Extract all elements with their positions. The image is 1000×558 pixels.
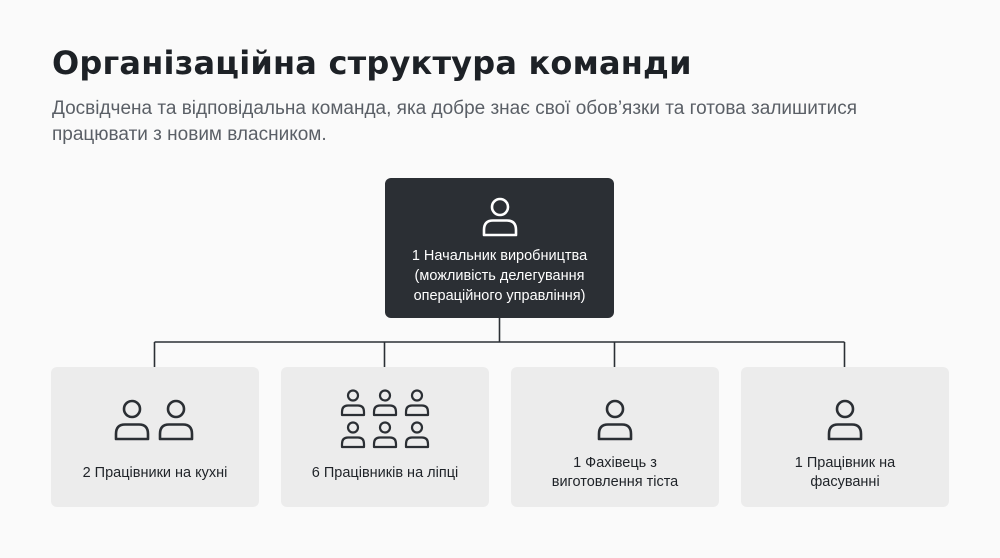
team-node-label: 1 Фахівець з виготовлення тіста (551, 455, 679, 490)
team-node-modeling: 6 Працівників на ліпці (281, 367, 489, 507)
six-people-icon (340, 389, 430, 449)
head-node: 1 Начальник виробництва (можливість деле… (385, 178, 614, 318)
team-node-label: 6 Працівників на ліпці (311, 464, 459, 481)
team-node-dough: 1 Фахівець з виготовлення тіста (511, 367, 719, 507)
team-node-kitchen: 2 Працівники на кухні (51, 367, 259, 507)
team-node-label: 2 Працівники на кухні (82, 464, 228, 481)
head-node-label: 1 Начальник виробництва (можливість деле… (411, 248, 588, 304)
team-node-label: 1 Працівник на фасуванні (794, 455, 896, 490)
person-icon (597, 399, 633, 441)
page-title: Організаційна структура команди (52, 44, 692, 82)
page-subtitle: Досвідчена та відповідальна команда, яка… (52, 98, 857, 145)
person-icon (827, 399, 863, 441)
team-node-packaging: 1 Працівник на фасуванні (741, 367, 949, 507)
person-icon (385, 196, 614, 238)
two-people-icon (114, 399, 194, 441)
